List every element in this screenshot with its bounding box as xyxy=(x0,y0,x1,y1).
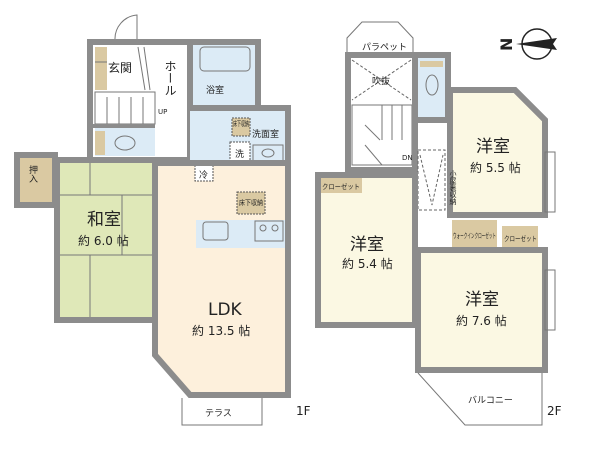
underfloor-storage-2 xyxy=(236,191,266,215)
washroom-label: 洗面室 xyxy=(252,128,279,140)
parapet-label: パラペット xyxy=(362,42,407,53)
kitchen-sink xyxy=(202,221,229,241)
shoe-storage xyxy=(95,47,107,90)
closet-a-label: クローゼット xyxy=(322,182,360,191)
western-room-5-4 xyxy=(318,175,415,325)
room-c-label: 洋室 xyxy=(465,290,499,310)
attic-hatch xyxy=(417,149,446,211)
closet-b xyxy=(502,226,538,251)
fukinuke-label: 吹抜 xyxy=(372,75,390,87)
terrace-label: テラス xyxy=(205,408,232,419)
compass-north-label: N xyxy=(497,38,516,51)
window-5-5 xyxy=(544,151,556,213)
washitsu-size: 約 6.0 帖 xyxy=(78,233,129,248)
walk-in-closet xyxy=(452,220,497,250)
oshiire xyxy=(18,155,54,205)
bathtub xyxy=(199,46,251,72)
washer-label: 洗 xyxy=(235,148,244,160)
bath-label: 浴室 xyxy=(206,84,224,96)
tatami-lines xyxy=(57,160,155,320)
kitchen-underfloor-label: 床下収納 xyxy=(239,198,263,207)
room-b-label: 洋室 xyxy=(350,235,384,255)
room-c-size: 約 7.6 帖 xyxy=(456,313,507,328)
floor-2: パラペット 吹抜 DN 小屋裏収納 洋室 約 5.5 帖 クローゼット 洋室 約… xyxy=(315,21,562,426)
fridge-label: 冷 xyxy=(199,169,208,181)
bathroom xyxy=(190,42,258,108)
underfloor-storage-1 xyxy=(231,117,251,137)
ldk-label: LDK xyxy=(208,300,243,320)
balcony xyxy=(417,372,543,426)
terrace xyxy=(181,398,263,426)
toilet-2f xyxy=(418,58,445,118)
western-room-5-5 xyxy=(450,90,545,215)
room-b-size: 約 5.4 帖 xyxy=(342,256,393,271)
room-a-size: 約 5.5 帖 xyxy=(470,160,521,175)
attic-storage-label: 小屋裏収納 xyxy=(449,169,457,206)
dn-label: DN xyxy=(402,154,413,162)
compass-icon: N xyxy=(497,28,557,60)
floor-1: 玄関 ホール UP 浴室 床下収納 洗面室 洗 冷 押入 和室 約 6.0 帖 … xyxy=(14,14,311,426)
genkan-label: 玄関 xyxy=(108,60,132,75)
entrance-door xyxy=(114,14,138,41)
stove xyxy=(254,220,284,242)
oshiire-label: 押入 xyxy=(27,164,38,183)
room-a-label: 洋室 xyxy=(476,137,510,157)
toilet-icon-2f xyxy=(425,74,439,96)
underfloor-storage-label: 床下収納 xyxy=(233,119,249,128)
floor-1-label: 1F xyxy=(296,404,311,418)
hall-label: ホール xyxy=(163,60,177,96)
up-label: UP xyxy=(158,108,167,116)
western-room-7-6 xyxy=(418,248,545,370)
parapet xyxy=(346,21,414,55)
window-7-6 xyxy=(544,269,556,331)
washitsu-label: 和室 xyxy=(87,210,121,230)
kitchen-counter xyxy=(196,220,288,248)
toilet-icon xyxy=(114,135,136,151)
washitsu xyxy=(57,160,155,320)
balcony-label: バルコニー xyxy=(468,395,513,406)
floor-2-label: 2F xyxy=(547,404,562,418)
closet-b-label: クローゼット xyxy=(504,234,537,243)
walkin-label: ウォークインクローゼット xyxy=(453,231,496,240)
closet-a xyxy=(320,178,362,193)
ldk-size: 約 13.5 帖 xyxy=(192,323,250,338)
